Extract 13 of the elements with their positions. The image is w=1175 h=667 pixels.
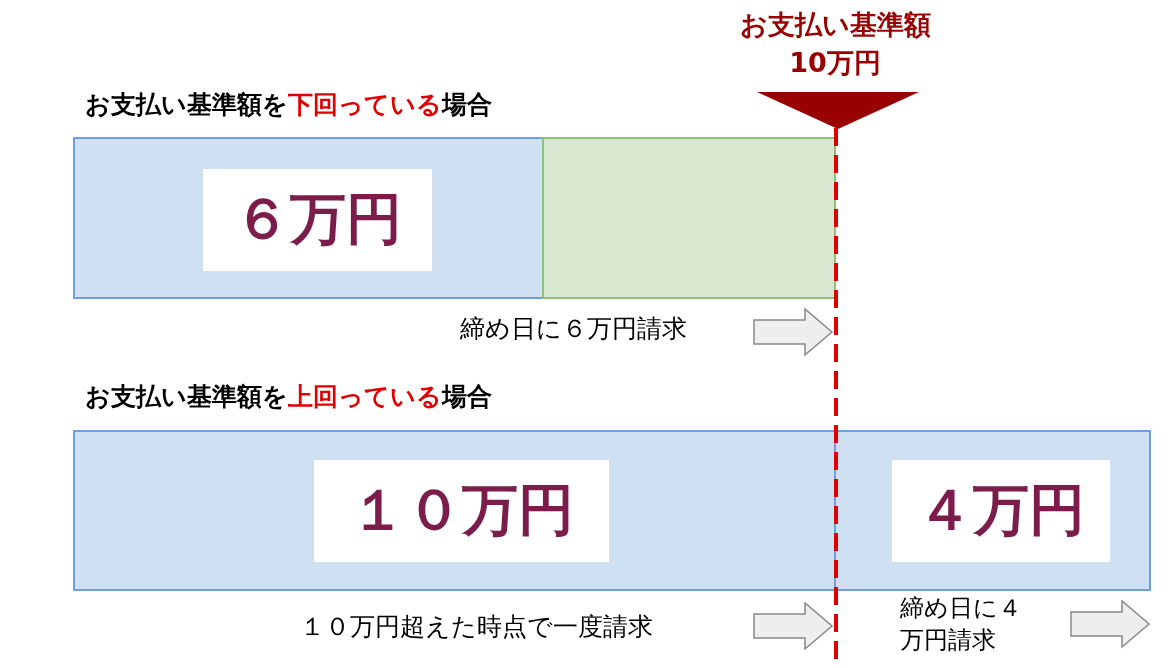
bar-segment (834, 430, 1151, 591)
bar-segment (542, 137, 836, 299)
bar-segment (73, 430, 836, 591)
amount-label: ６万円 (203, 169, 432, 271)
caption: 締め日に６万円請求 (460, 313, 687, 345)
bar-segment (73, 137, 544, 299)
threshold-label: お支払い基準額 10万円 (738, 8, 932, 80)
amount-label: １０万円 (314, 460, 609, 562)
caption: 締め日に４万円請求 (900, 593, 1023, 656)
amount-label: ４万円 (892, 460, 1110, 562)
heading: お支払い基準額を下回っている場合 (85, 89, 492, 121)
heading: お支払い基準額を上回っている場合 (85, 381, 492, 413)
caption: １０万円超えた時点で一度請求 (300, 611, 653, 643)
